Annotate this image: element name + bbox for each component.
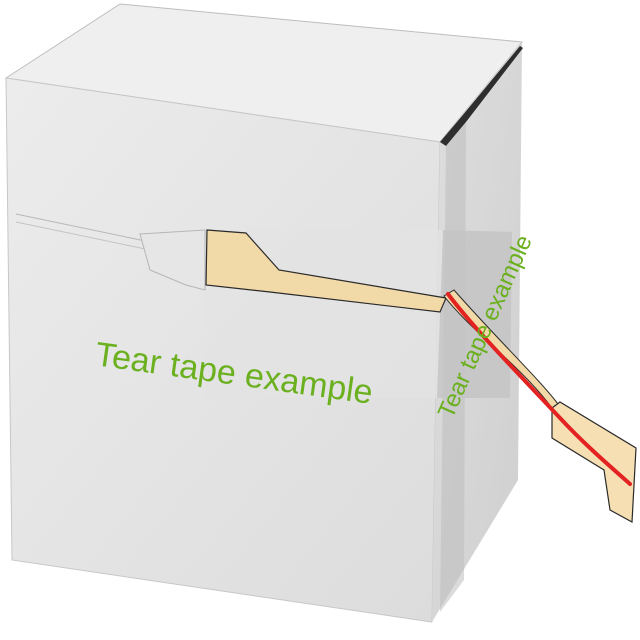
- tear-stripe: [446, 292, 632, 486]
- tape-guide-line: [15, 221, 151, 251]
- tape-tab-front: [205, 229, 447, 313]
- tape-cut-outline: [139, 229, 206, 291]
- box-side-flap-edge: [440, 46, 523, 146]
- tape-guide-line: [15, 213, 151, 243]
